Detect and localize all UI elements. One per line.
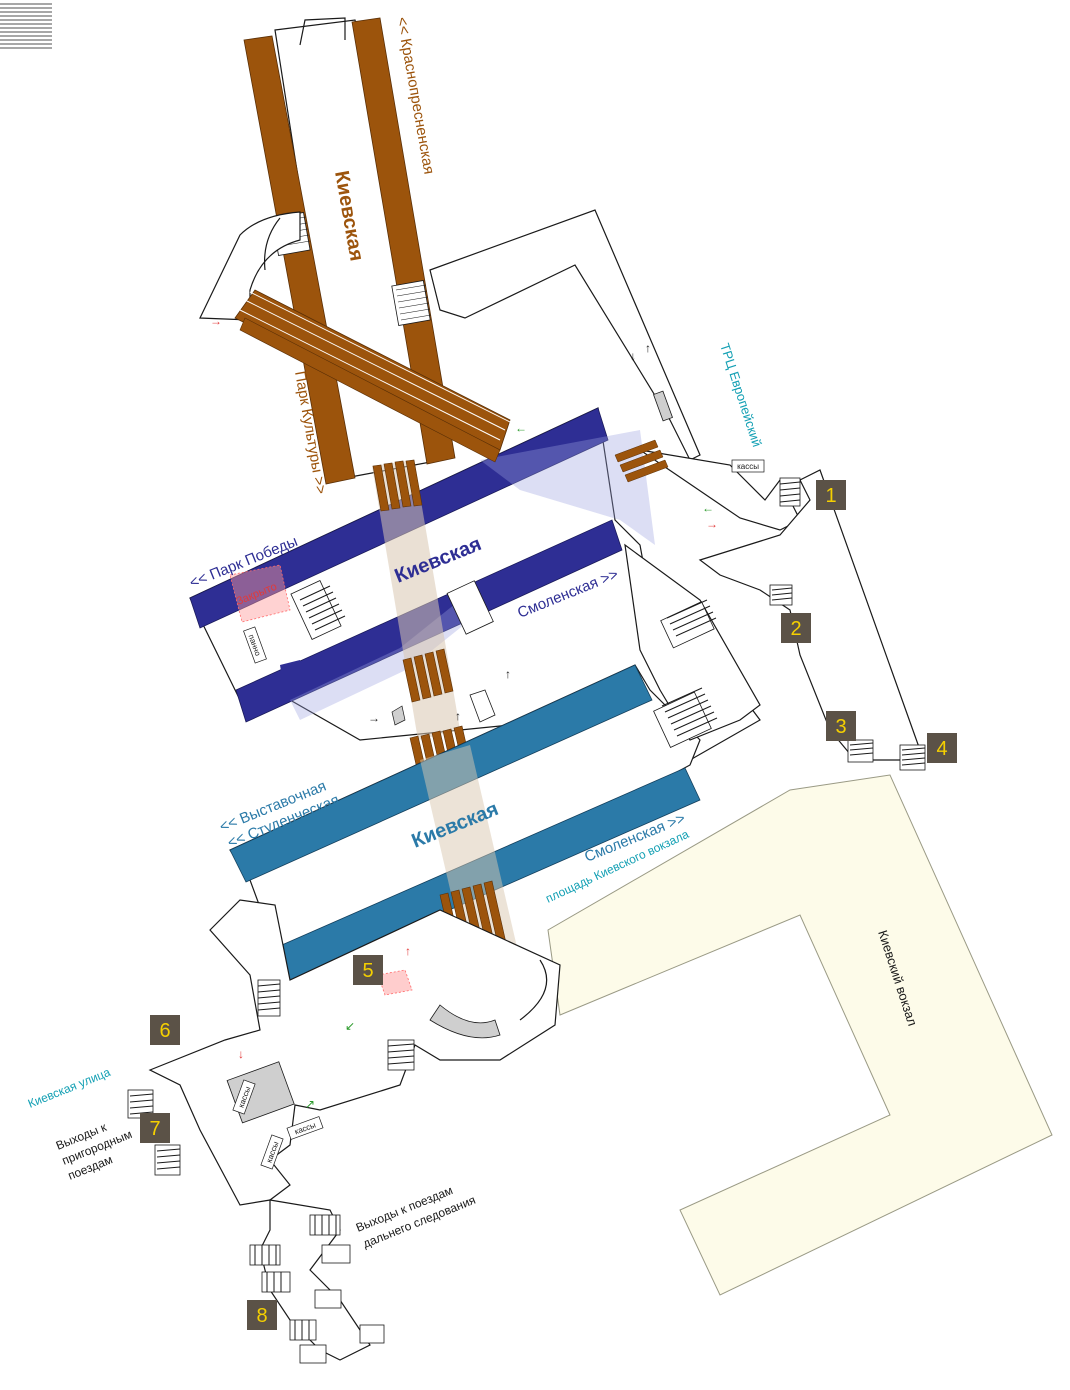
exit-7: 7	[140, 1113, 170, 1143]
cashier-label-south-2: кассы	[260, 1134, 284, 1170]
exit-5-number: 5	[362, 960, 373, 982]
exit-6: 6	[150, 1015, 180, 1045]
svg-text:↑: ↑	[645, 341, 651, 355]
east-stairs	[653, 599, 718, 748]
closed-zone	[229, 564, 291, 623]
cashier-label-south-1: кассы	[286, 1116, 324, 1140]
upper-right-passage	[429, 209, 701, 461]
svg-text:→: →	[210, 314, 222, 328]
east-transfer-hall	[624, 543, 761, 741]
red-arrows: → → ↓ ↑	[210, 314, 718, 1061]
closed-zone-south	[377, 969, 413, 996]
svg-text:→: →	[368, 711, 380, 725]
svg-text:←: ←	[702, 501, 714, 515]
svg-text:↑: ↑	[455, 709, 461, 723]
longdistance-exits-label: Выходы к поездам дальнего следования	[354, 1183, 478, 1251]
svg-text:←: ←	[515, 421, 527, 435]
svg-text:↙: ↙	[345, 1019, 355, 1033]
cashier-label-south-3: кассы	[232, 1079, 256, 1115]
exit-4-number: 4	[936, 738, 947, 760]
exit-8: 8	[247, 1300, 277, 1330]
green-arrows: ← ← ↙ ↗	[305, 421, 714, 1111]
kiosk	[653, 390, 673, 422]
street-label: Киевская улица	[26, 1065, 113, 1111]
svg-text:↓: ↓	[630, 349, 636, 363]
exit-3-number: 3	[835, 716, 846, 738]
exit-5: 5	[353, 955, 383, 985]
brown-west-lobby-curve	[263, 217, 281, 271]
exit-3: 3	[826, 711, 856, 741]
cashier-text-mall: кассы	[737, 462, 759, 471]
svg-text:↑: ↑	[505, 667, 511, 681]
escalator-mall	[614, 439, 669, 483]
flow-arrows: ↓ ↑ → ↑ ↑	[368, 341, 651, 725]
suburban-exits-label: Выходы к пригородным поездам	[54, 1120, 134, 1183]
railway-station-building	[547, 774, 1053, 1296]
svg-text:↗: ↗	[305, 1097, 315, 1111]
exit-1-number: 1	[825, 485, 836, 507]
exit-2: 2	[781, 613, 811, 643]
logo-stripes-icon	[0, 0, 52, 52]
south-passage-stairs	[249, 1214, 385, 1364]
escalator-brown-darkblue	[234, 289, 511, 463]
south-vestibule	[148, 899, 561, 1206]
curved-wall-east	[519, 959, 548, 1021]
exit-4: 4	[927, 733, 957, 763]
svg-text:→: →	[706, 517, 718, 531]
exit-6-number: 6	[159, 1020, 170, 1042]
brown-west-lobby	[199, 211, 301, 321]
exit-1: 1	[816, 480, 846, 510]
svg-text:↑: ↑	[405, 944, 411, 958]
mall-label: ТРЦ Европейский	[717, 341, 765, 448]
lightblue-line-station	[229, 664, 701, 981]
south-stairs	[127, 979, 415, 1176]
curved-wall	[429, 1004, 501, 1039]
svg-text:↓: ↓	[238, 1047, 244, 1061]
exit-8-number: 8	[256, 1305, 267, 1327]
exit-7-number: 7	[149, 1118, 160, 1140]
cashier-label-mall: кассы	[731, 459, 765, 473]
exit-2-number: 2	[790, 618, 801, 640]
exit-stairs-east	[769, 477, 926, 771]
